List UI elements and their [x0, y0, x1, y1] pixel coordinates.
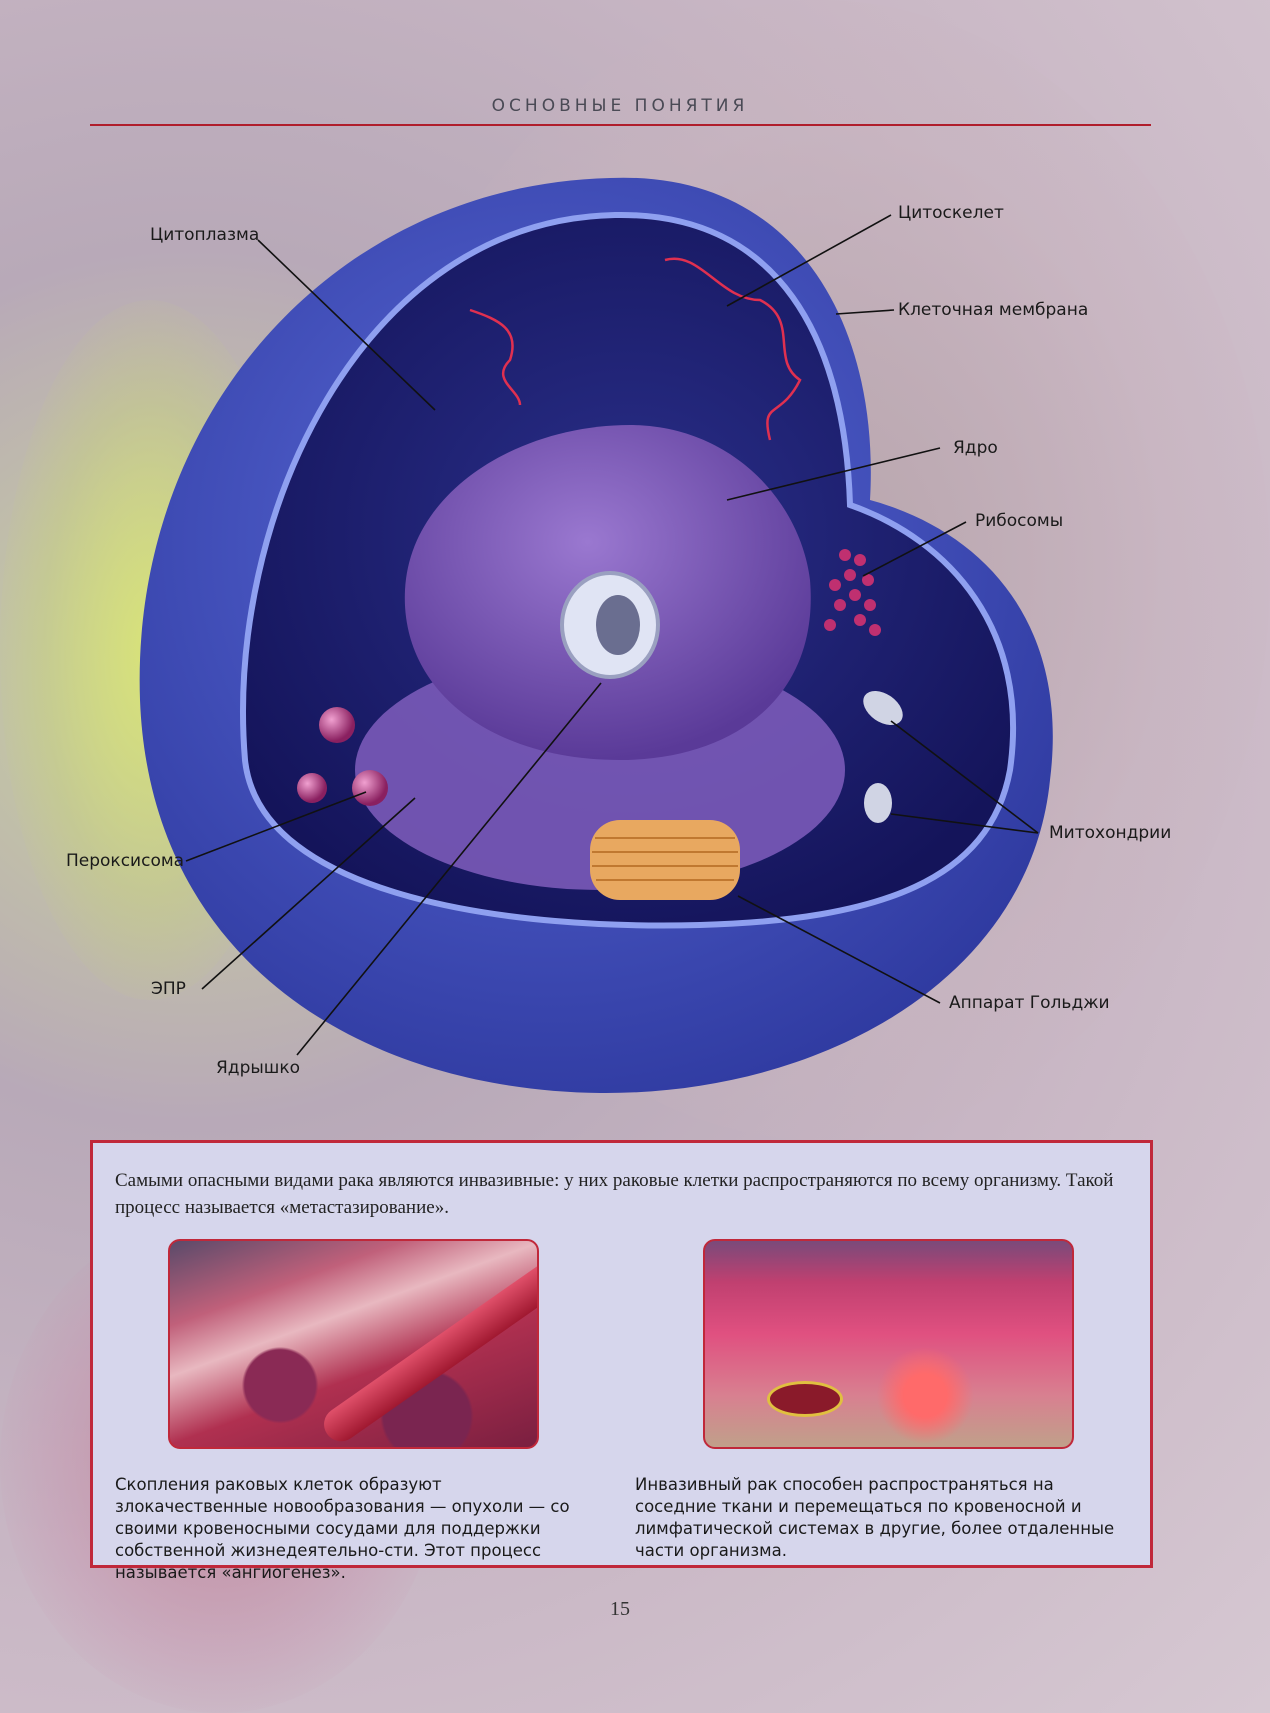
angiogenesis-image: [168, 1239, 539, 1449]
invasive-cancer-image: [703, 1239, 1074, 1449]
label-mitochondria: Митохондрии: [1049, 823, 1172, 843]
mitochondrion-shape: [863, 690, 903, 726]
info-box: Самыми опасными видами рака являются инв…: [90, 1140, 1153, 1582]
peroxisome-shape: [352, 770, 388, 806]
cell-diagram: [139, 177, 1053, 1094]
header-rule: [90, 124, 1151, 126]
ribosomes-shape: [824, 549, 881, 636]
label-cytoskeleton: Цитоскелет: [898, 203, 1004, 223]
cytoskeleton-shape: [469, 257, 802, 441]
label-nucleolus: Ядрышко: [216, 1058, 301, 1078]
intro-text: Самыми опасными видами рака являются инв…: [115, 1170, 1114, 1218]
caption-left: Скопления раковых клеток образуют злокач…: [115, 1475, 570, 1582]
caption-right: Инвазивный рак способен распространяться…: [635, 1475, 1115, 1560]
label-ribosomes: Рибосомы: [975, 511, 1064, 531]
golgi-shape: [590, 820, 740, 900]
section-header: ОСНОВНЫЕ ПОНЯТИЯ: [491, 96, 749, 116]
label-golgi: Аппарат Гольджи: [949, 993, 1110, 1013]
label-er: ЭПР: [151, 979, 186, 999]
label-cytoplasm: Цитоплазма: [150, 225, 260, 245]
page-number: 15: [610, 1598, 630, 1620]
label-membrane: Клеточная мембрана: [898, 300, 1089, 320]
label-peroxisome: Пероксисома: [66, 851, 185, 871]
label-nucleus: Ядро: [953, 438, 998, 458]
